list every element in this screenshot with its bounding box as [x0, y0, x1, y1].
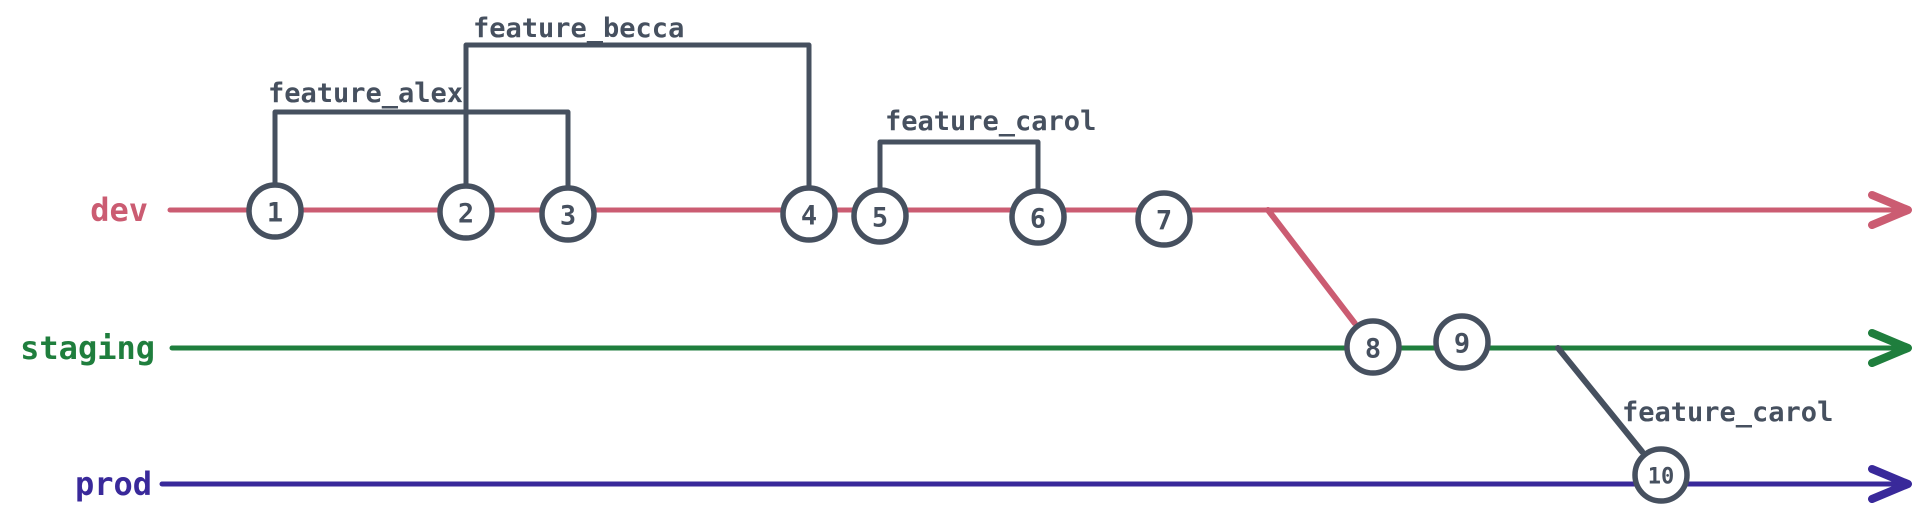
feature-bracket-feature_becca: [463, 42, 812, 189]
arrowhead-icon-staging: [1868, 329, 1912, 367]
commit-number-8: 8: [1365, 334, 1381, 365]
merge-edge-staging-to-10: [1555, 345, 1646, 455]
feature-label-feature_becca: feature_becca: [473, 13, 684, 44]
commit-node-2: [437, 183, 495, 241]
commit-node-4: [780, 185, 838, 243]
commit-node-9: [1433, 313, 1491, 371]
commit-number-9: 9: [1454, 329, 1470, 360]
commit-number-5: 5: [872, 203, 888, 234]
merge-edge-dev-to-8: [1265, 207, 1358, 327]
branch-label-dev: dev: [90, 191, 148, 229]
commit-number-6: 6: [1030, 204, 1046, 235]
feature-bracket-feature_carol: [877, 139, 1041, 192]
commit-number-4: 4: [801, 201, 817, 232]
commit-node-1: [246, 182, 304, 240]
feature-bracket-feature_alex: [272, 109, 571, 189]
merge-label-feature_carol: feature_carol: [1622, 397, 1833, 428]
feature-label-feature_carol: feature_carol: [885, 106, 1096, 137]
feature-label-feature_alex: feature_alex: [268, 78, 463, 109]
commit-node-5: [851, 187, 909, 245]
arrowhead-icon-dev: [1868, 191, 1912, 229]
branch-label-staging: staging: [20, 329, 155, 367]
branch-label-prod: prod: [75, 465, 152, 503]
commit-node-7: [1135, 190, 1193, 248]
commit-number-1: 1: [267, 198, 283, 229]
commit-node-6: [1009, 188, 1067, 246]
commit-number-3: 3: [560, 201, 576, 232]
commit-number-7: 7: [1156, 206, 1172, 237]
commit-node-3: [539, 185, 597, 243]
commit-node-10: [1632, 446, 1690, 504]
commit-node-8: [1344, 318, 1402, 376]
commit-number-10: 10: [1648, 465, 1675, 490]
arrowhead-icon-prod: [1868, 465, 1912, 503]
commit-number-2: 2: [458, 199, 474, 230]
